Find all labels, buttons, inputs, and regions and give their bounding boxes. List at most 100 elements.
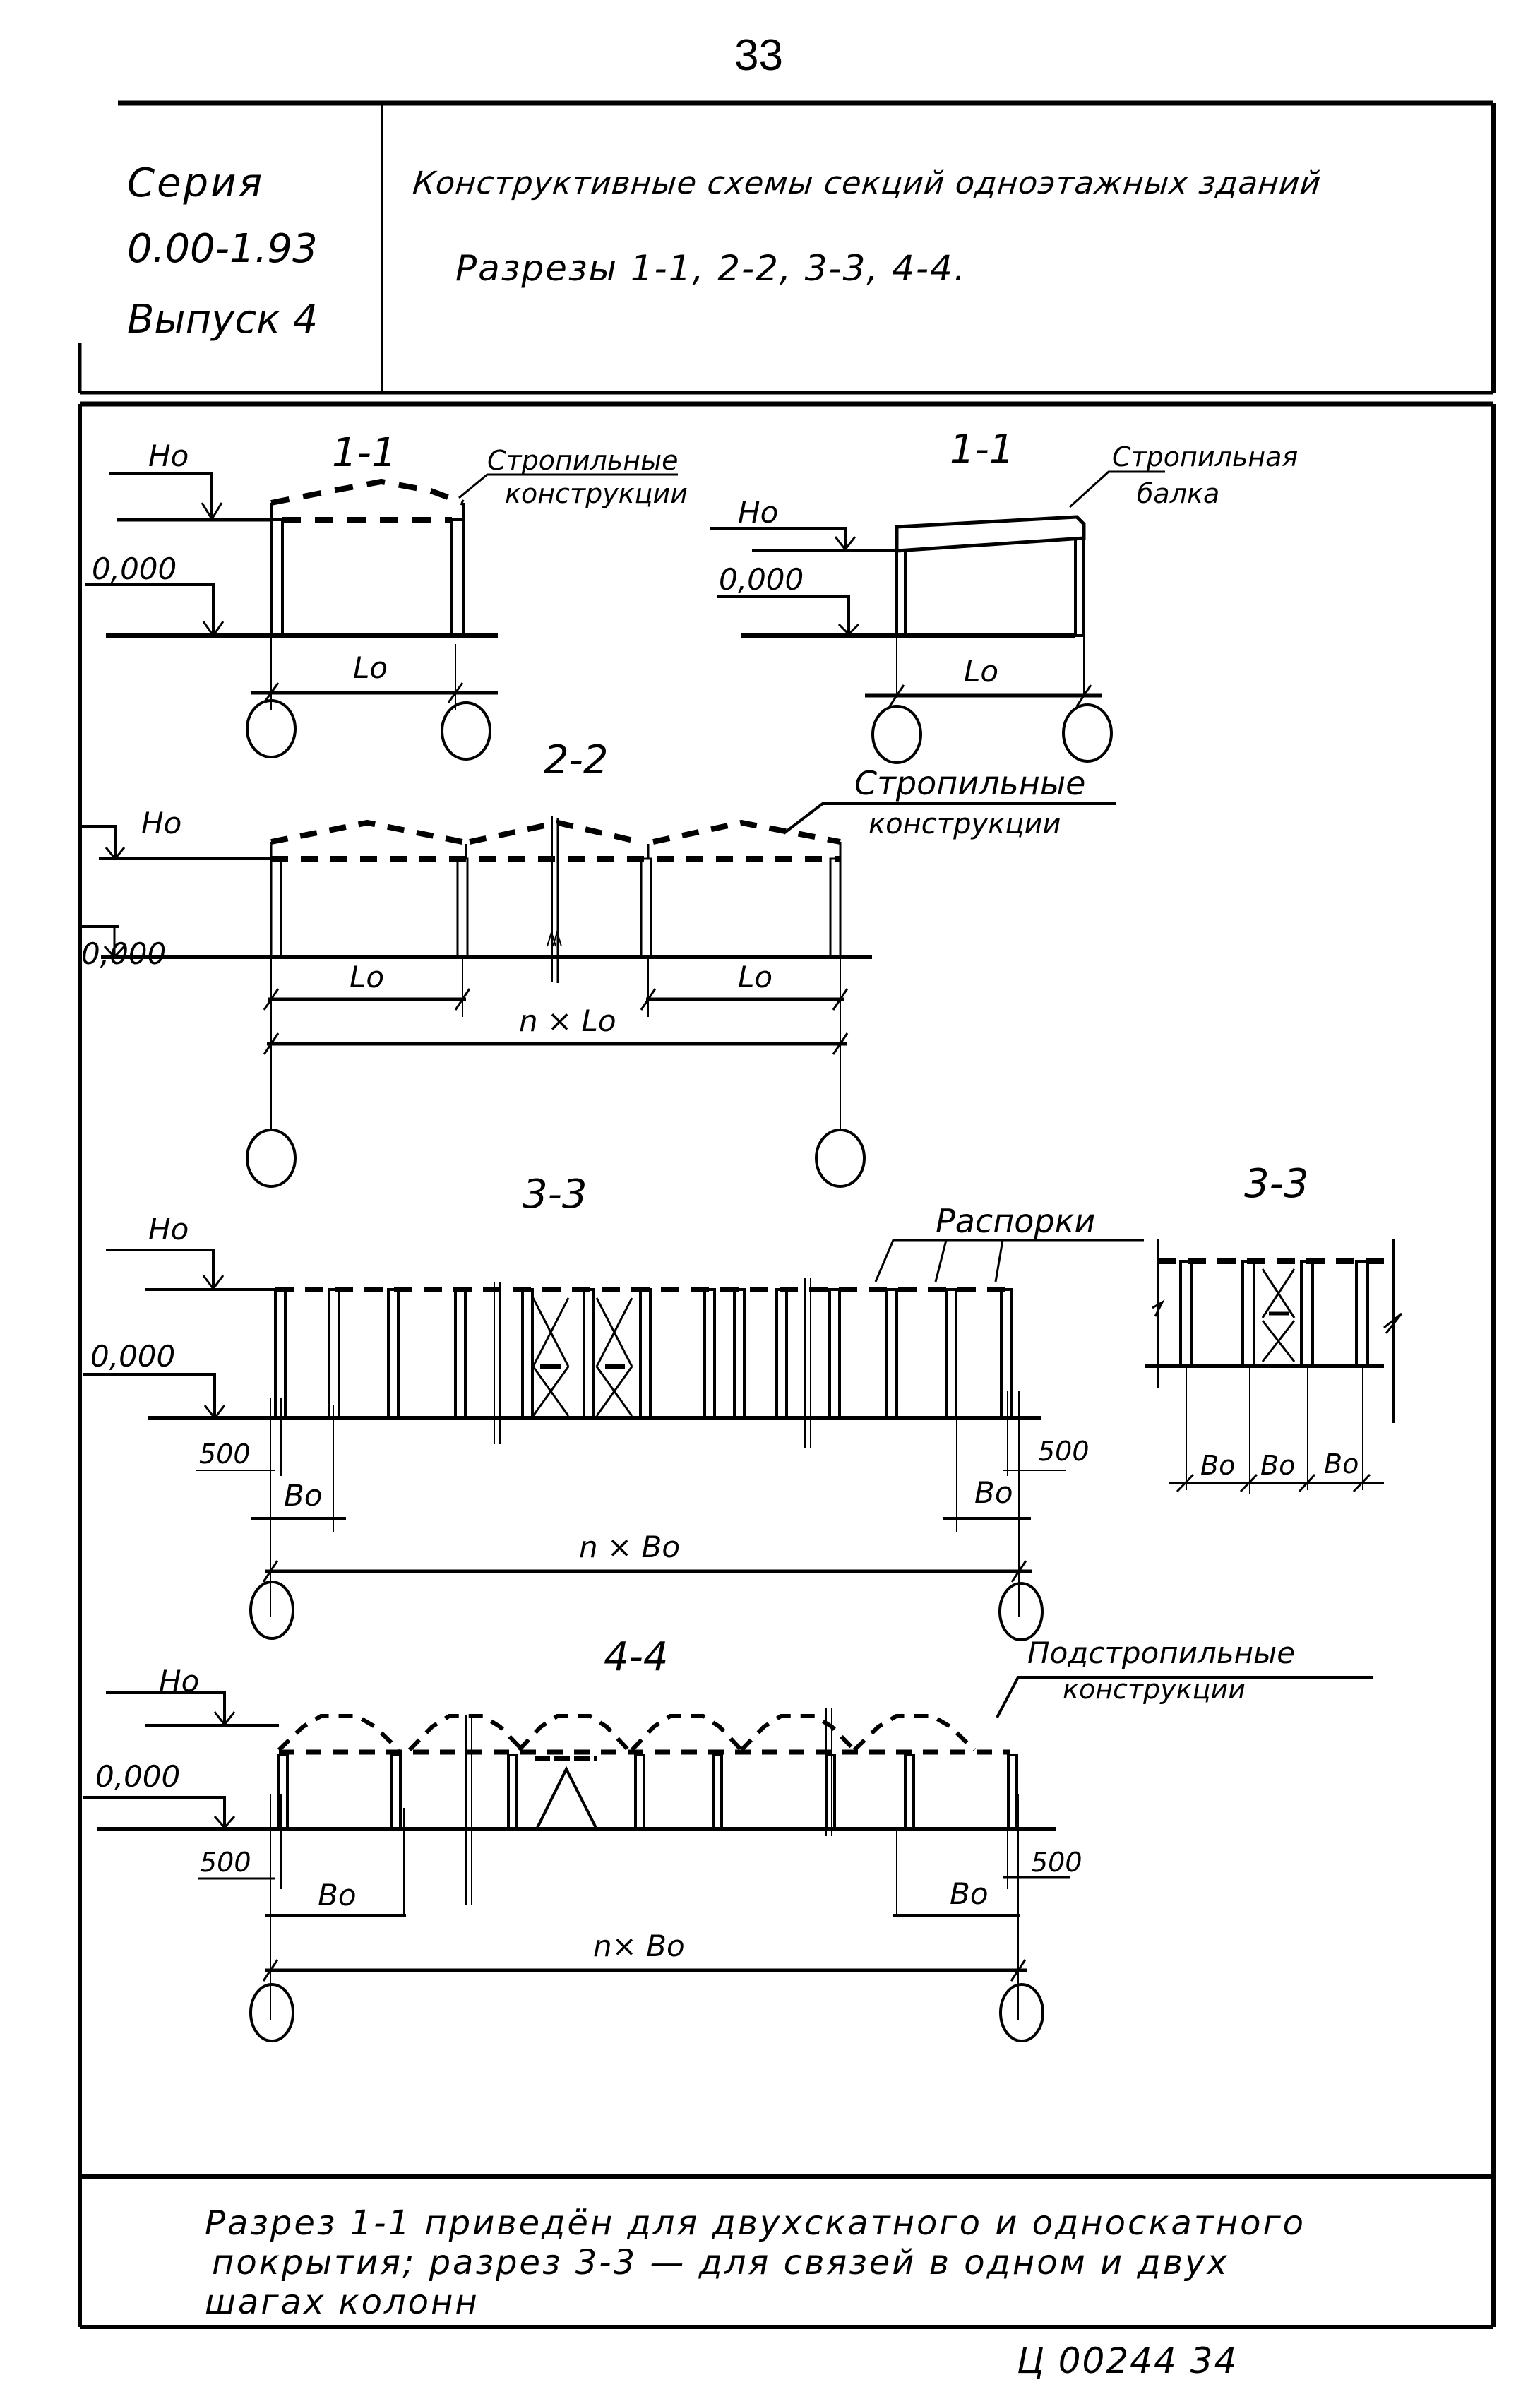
series-code: 0.00-1.93	[127, 226, 318, 272]
column	[1074, 537, 1085, 637]
step-right-label: Bo	[974, 1475, 1013, 1510]
offset-left-label: 500	[199, 1439, 251, 1470]
column	[456, 857, 469, 958]
section-1-1-gable: 1-1 Ho 0,000 Стропильные конструкции Lo	[85, 430, 688, 761]
column	[450, 518, 465, 637]
callout-leader	[996, 1676, 1373, 1718]
column	[1355, 1260, 1369, 1367]
sub-truss	[630, 1714, 744, 1752]
level-zero-marker	[83, 1373, 216, 1418]
level-zero-marker	[83, 1796, 226, 1828]
column	[277, 1754, 289, 1830]
note-line: Разрез 1-1 приведён для двухскатного и о…	[205, 2203, 1306, 2243]
drawing-frame	[78, 401, 1496, 2329]
level-top-label: Ho	[738, 495, 778, 530]
grid-axis-bubble	[871, 705, 922, 764]
section-1-1-monopitch: 1-1 Ho 0,000 Стропильная балка Lo	[710, 427, 1298, 764]
section-3-3: 3-3 Ho 0,000 Распорки 500 50	[83, 1172, 1144, 1641]
level-top-marker	[106, 1691, 226, 1725]
level-top-marker	[106, 1249, 215, 1289]
column	[885, 1288, 898, 1419]
page-number: 33	[734, 31, 783, 80]
series-label: Серия	[127, 160, 265, 206]
column	[454, 1288, 467, 1419]
column	[640, 857, 652, 958]
grid-axis-bubble	[1062, 703, 1113, 763]
column	[639, 1288, 652, 1419]
offset-right-label: 500	[1038, 1436, 1090, 1467]
span-right-label: Lo	[738, 960, 772, 994]
step-total-label: n × Bo	[579, 1530, 680, 1564]
column	[825, 1754, 836, 1830]
roof-truss	[270, 478, 465, 506]
grid-axis-bubble	[246, 699, 297, 758]
callout-leader	[782, 802, 1116, 835]
roof-beam	[895, 515, 1086, 553]
archive-stamp: Ц 00244 34	[1017, 2340, 1238, 2381]
column	[945, 1288, 957, 1419]
callout-line1: Стропильные	[487, 445, 679, 476]
column	[387, 1288, 400, 1419]
section-title: 4-4	[604, 1634, 668, 1680]
column	[895, 549, 907, 637]
level-top-marker	[710, 527, 847, 549]
callout-leader	[874, 1239, 1144, 1282]
column	[829, 857, 842, 958]
level-zero-label: 0,000	[95, 1759, 180, 1794]
level-zero-label: 0,000	[92, 552, 177, 586]
step-left-label: Bo	[284, 1478, 323, 1513]
callout-line2: конструкции	[505, 478, 688, 509]
level-zero-label: 0,000	[719, 562, 804, 597]
sub-truss	[517, 1714, 631, 1752]
column	[583, 1288, 595, 1419]
sub-truss	[407, 1714, 525, 1752]
column	[775, 1288, 788, 1419]
step-right-label: Bo	[950, 1876, 989, 1911]
note-line: шагах колонн	[205, 2282, 479, 2322]
column	[270, 518, 284, 637]
section-3-3-detail: 3-3 Bo Bo Bo	[1145, 1161, 1403, 1494]
column	[1000, 1288, 1013, 1419]
grid-axis-bubble	[999, 1983, 1044, 2042]
column	[1241, 1260, 1255, 1367]
span-left-label: Lo	[350, 960, 384, 994]
level-top-label: Ho	[141, 806, 181, 840]
step-label: Bo	[1260, 1450, 1295, 1481]
section-4-4: 4-4 Ho 0,000 Подстропильные конструкции …	[83, 1634, 1373, 2042]
column	[634, 1754, 645, 1830]
level-zero-marker	[85, 583, 215, 636]
callout-line1: Стропильные	[854, 764, 1085, 802]
vertical-bracing	[1261, 1268, 1296, 1362]
column	[828, 1288, 841, 1419]
grid-axis-bubble	[249, 1581, 294, 1640]
sheet-subtitle: Разрезы 1-1, 2-2, 3-3, 4-4.	[455, 248, 967, 289]
step-total-label: n× Bo	[593, 1929, 685, 1963]
column	[507, 1754, 518, 1830]
level-top-label: Ho	[148, 1212, 189, 1246]
level-top-label: Ho	[148, 439, 189, 473]
section-title: 1-1	[332, 430, 396, 476]
gate-frame	[535, 1766, 598, 1830]
callout-line2: конструкции	[869, 808, 1061, 840]
section-title: 1-1	[950, 427, 1014, 472]
sub-truss	[739, 1714, 856, 1752]
note-line: покрытия; разрез 3-3 — для связей в одно…	[212, 2243, 1229, 2282]
column	[328, 1288, 340, 1419]
level-zero-label: 0,000	[90, 1339, 175, 1374]
roof-truss	[270, 819, 463, 845]
level-zero-marker	[717, 595, 850, 634]
callout-leader	[458, 473, 678, 499]
column	[904, 1754, 915, 1830]
grid-axis-bubble	[249, 1983, 294, 2042]
title-block-frame	[78, 100, 1496, 395]
vertical-bracing	[532, 1297, 633, 1417]
issue-label: Выпуск 4	[127, 297, 318, 343]
grid-axis-bubble	[441, 701, 491, 761]
span-total-label: n × Lo	[519, 1004, 616, 1038]
column	[521, 1288, 534, 1419]
roof-truss	[652, 819, 841, 845]
callout-label: Распорки	[936, 1202, 1095, 1240]
section-2-2: 2-2 Ho 0,000 Стропильные конструкции	[79, 737, 1116, 1188]
span-label: Lo	[353, 650, 388, 685]
offset-left-label: 500	[200, 1847, 251, 1878]
